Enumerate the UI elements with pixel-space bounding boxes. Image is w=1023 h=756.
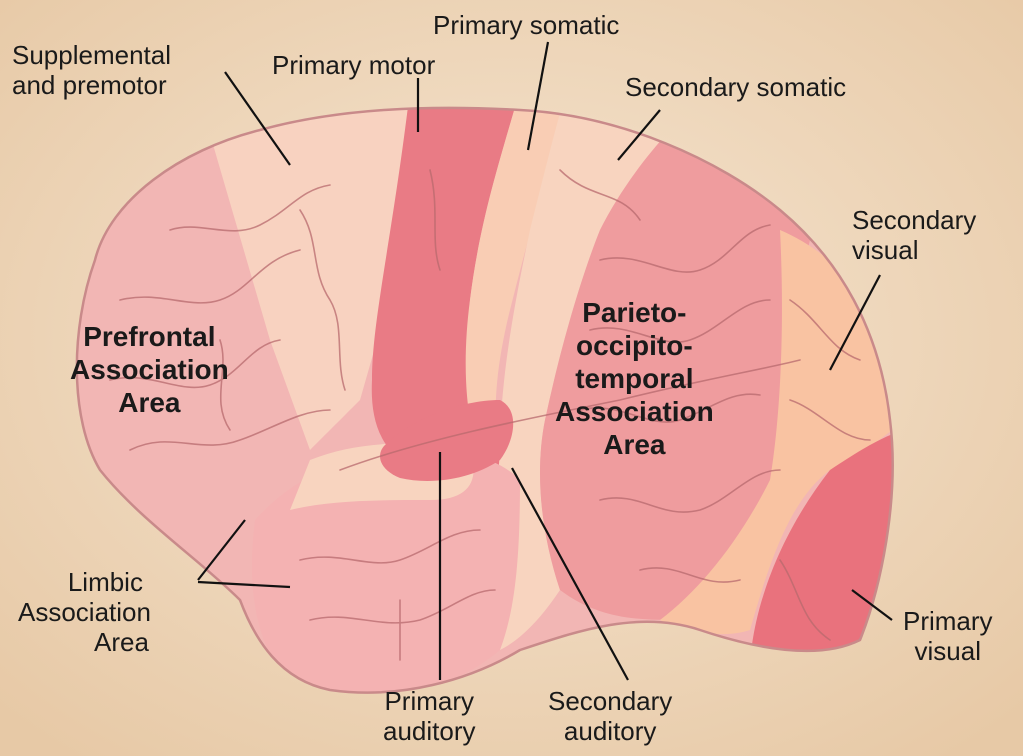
label-prefrontal-association-area: Prefrontal Association Area xyxy=(70,320,229,419)
label-secondary-auditory: Secondary auditory xyxy=(548,686,672,746)
label-parieto-occipito-temporal-association-area: Parieto- occipito- temporal Association … xyxy=(555,296,714,461)
label-secondary-somatic: Secondary somatic xyxy=(625,72,846,102)
label-supplemental-line1: Supplemental xyxy=(12,40,171,70)
label-primary-visual: Primary visual xyxy=(903,606,993,666)
label-supplemental-line2: and premotor xyxy=(12,70,171,100)
label-limbic-association-area: Limbic Association Area xyxy=(18,567,151,657)
label-primary-motor: Primary motor xyxy=(272,50,435,80)
label-secondary-visual: Secondary visual xyxy=(852,205,976,265)
label-primary-somatic: Primary somatic xyxy=(433,10,619,40)
label-supplemental: Supplemental and premotor xyxy=(12,40,171,100)
label-primary-auditory: Primary auditory xyxy=(383,686,476,746)
